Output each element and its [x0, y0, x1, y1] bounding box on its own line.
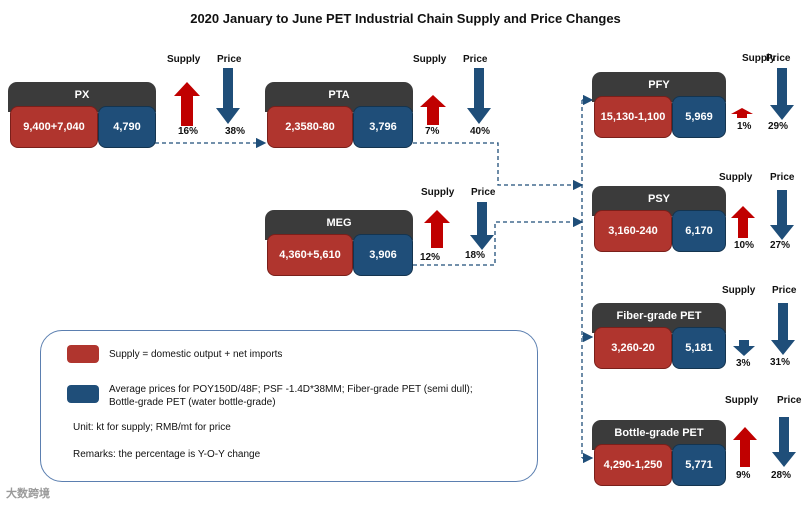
- pta-supply-label: Supply: [413, 54, 447, 65]
- fiber-price-label: Price: [772, 285, 797, 296]
- pfy-supply-label: Supply: [742, 53, 776, 64]
- pta-supply-up-arrow-icon: [420, 95, 446, 125]
- px-supply-up-arrow-icon: [174, 82, 200, 126]
- px-supply-change: 16%: [178, 126, 199, 137]
- node-pfy-price: 5,969: [672, 96, 726, 138]
- fiber-supply-down-arrow-icon: [733, 340, 755, 356]
- diagram-title: 2020 January to June PET Industrial Chai…: [190, 11, 621, 26]
- meg-supply-change: 12%: [420, 252, 441, 263]
- pta-supply-change: 7%: [425, 126, 440, 137]
- legend-remarks-text: Remarks: the percentage is Y-O-Y change: [73, 449, 261, 460]
- node-pta: PTA 2,3580-80 3,796: [265, 82, 413, 148]
- pfy-price-label: Price: [766, 53, 791, 64]
- pta-price-down-arrow-icon: [467, 68, 491, 124]
- meg-price-down-arrow-icon: [470, 202, 494, 250]
- bottle-supply-up-arrow-icon: [733, 427, 757, 467]
- legend-price-swatch: [67, 385, 99, 403]
- pta-price-change: 40%: [470, 126, 491, 137]
- node-px: PX 9,400+7,040 4,790: [8, 82, 156, 148]
- bottle-supply-change: 9%: [736, 470, 751, 481]
- meg-supply-label: Supply: [421, 187, 455, 198]
- legend-price-text-2: Bottle-grade PET (water bottle-grade): [109, 397, 276, 408]
- psy-supply-change: 10%: [734, 240, 755, 251]
- connector-meg-branch: [413, 216, 584, 266]
- node-meg-price: 3,906: [353, 234, 413, 276]
- node-meg: MEG 4,360+5,610 3,906: [265, 210, 413, 276]
- node-fiber-supply: 3,260-20: [594, 327, 672, 369]
- bottle-supply-label: Supply: [725, 395, 759, 406]
- node-bottle-supply: 4,290-1,250: [594, 444, 672, 486]
- psy-supply-up-arrow-icon: [731, 206, 755, 238]
- psy-supply-label: Supply: [719, 172, 753, 183]
- connector-pta-branch: [413, 142, 584, 191]
- node-pta-price: 3,796: [353, 106, 413, 148]
- legend-supply-text: Supply = domestic output + net imports: [109, 349, 283, 360]
- node-fiber-grade-pet: Fiber-grade PET 3,260-20 5,181: [592, 303, 726, 369]
- node-pfy: PFY 15,130-1,100 5,969: [592, 72, 726, 138]
- fiber-price-down-arrow-icon: [771, 303, 795, 355]
- psy-price-change: 27%: [770, 240, 791, 251]
- meg-price-change: 18%: [465, 250, 486, 261]
- watermark-logo: 大数跨境: [6, 485, 50, 501]
- pfy-supply-change: 1%: [737, 121, 752, 132]
- legend-unit-text: Unit: kt for supply; RMB/mt for price: [73, 422, 231, 433]
- node-meg-supply: 4,360+5,610: [267, 234, 353, 276]
- fiber-supply-change: 3%: [736, 358, 751, 369]
- node-bottle-price: 5,771: [672, 444, 726, 486]
- legend-price-text-1: Average prices for POY150D/48F; PSF -1.4…: [109, 384, 473, 395]
- legend-supply-swatch: [67, 345, 99, 363]
- psy-price-down-arrow-icon: [770, 190, 794, 240]
- meg-supply-up-arrow-icon: [424, 210, 450, 248]
- px-price-label: Price: [217, 54, 242, 65]
- node-px-supply: 9,400+7,040: [10, 106, 98, 148]
- pta-price-label: Price: [463, 54, 488, 65]
- node-bottle-grade-pet: Bottle-grade PET 4,290-1,250 5,771: [592, 420, 726, 486]
- node-psy-supply: 3,160-240: [594, 210, 672, 252]
- bottle-price-change: 28%: [771, 470, 792, 481]
- legend-box: Supply = domestic output + net imports A…: [40, 330, 538, 482]
- node-fiber-price: 5,181: [672, 327, 726, 369]
- px-supply-label: Supply: [167, 54, 201, 65]
- bottle-price-label: Price: [777, 395, 802, 406]
- node-pta-supply: 2,3580-80: [267, 106, 353, 148]
- fiber-price-change: 31%: [770, 357, 791, 368]
- node-px-price: 4,790: [98, 106, 156, 148]
- bottle-price-down-arrow-icon: [772, 417, 796, 467]
- px-price-change: 38%: [225, 126, 246, 137]
- node-psy-price: 6,170: [672, 210, 726, 252]
- psy-price-label: Price: [770, 172, 795, 183]
- meg-price-label: Price: [471, 187, 496, 198]
- node-pfy-supply: 15,130-1,100: [594, 96, 672, 138]
- node-psy: PSY 3,160-240 6,170: [592, 186, 726, 252]
- pfy-price-change: 29%: [768, 121, 789, 132]
- pfy-supply-up-arrow-icon: [731, 108, 753, 118]
- px-price-down-arrow-icon: [216, 68, 240, 124]
- watermark-text: 大数跨境: [6, 488, 50, 500]
- fiber-supply-label: Supply: [722, 285, 756, 296]
- pfy-price-down-arrow-icon: [770, 68, 794, 120]
